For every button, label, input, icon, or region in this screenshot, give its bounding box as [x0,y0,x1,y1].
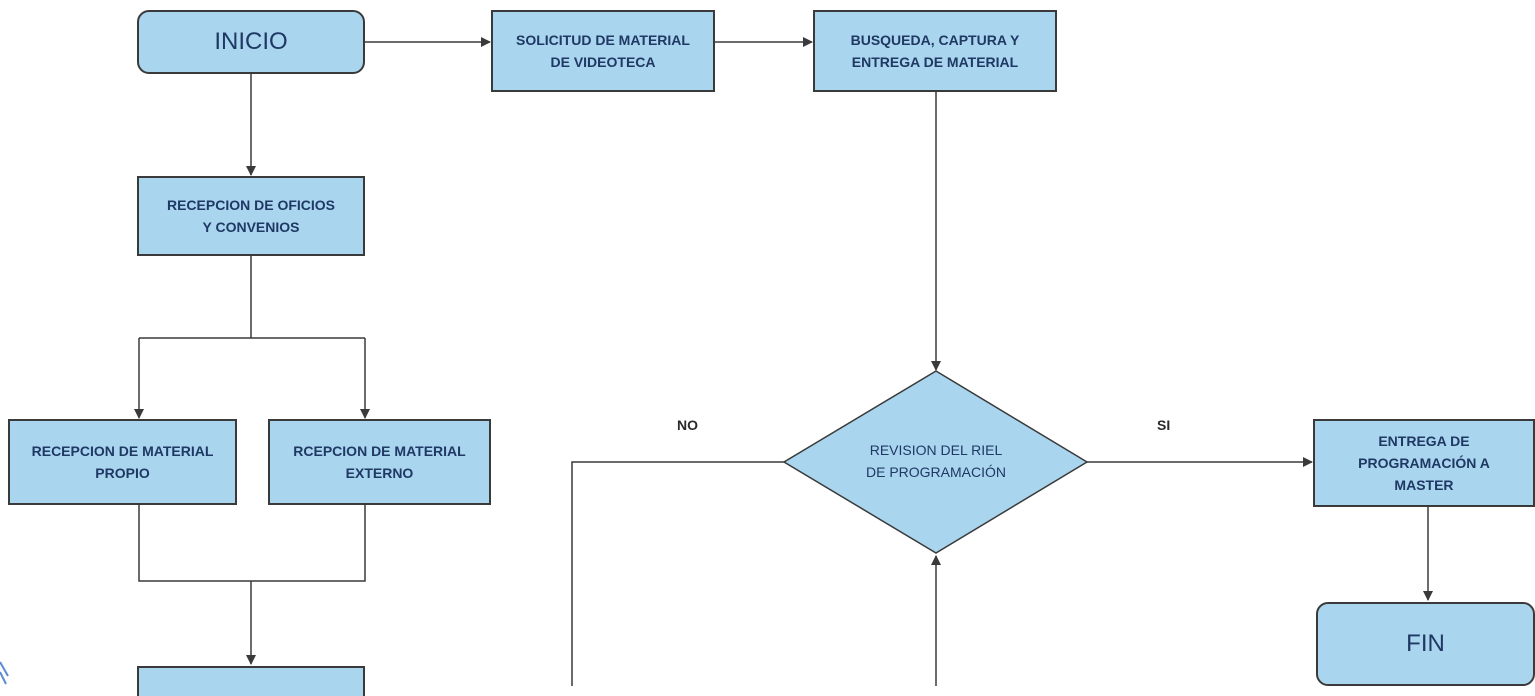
start-node: INICIO [137,10,365,74]
recepcion-oficios-box: RECEPCION DE OFICIOS Y CONVENIOS [137,176,365,256]
busqueda-captura-box: BUSQUEDA, CAPTURA Y ENTREGA DE MATERIAL [813,10,1057,92]
solicitud-material-box: SOLICITUD DE MATERIAL DE VIDEOTECA [491,10,715,92]
connector-oficios-split [139,256,365,339]
decision-text: REVISION DEL RIEL DE PROGRAMACIÓN [865,442,1006,480]
decision-diamond [782,370,1089,554]
entrega-master-box: ENTREGA DE PROGRAMACIÓN A MASTER [1313,419,1535,507]
recepcion-propio-box: RECEPCION DE MATERIAL PROPIO [8,419,237,505]
end-node: FIN [1316,602,1535,686]
bottom-partial-box [137,666,365,696]
edge-label-si: SI [1157,417,1171,433]
connector-merge [138,505,366,582]
edge-label-no: NO [677,417,698,433]
corner-mark [0,661,9,685]
connector-no-branch [571,461,784,686]
recepcion-externo-box: RCEPCION DE MATERIAL EXTERNO [268,419,491,505]
